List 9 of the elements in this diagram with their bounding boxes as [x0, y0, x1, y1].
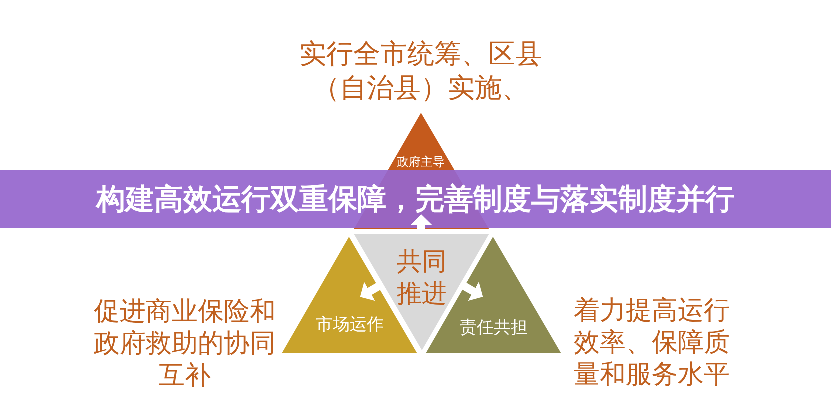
segment-label: 市场运作 [314, 314, 385, 335]
description-text: 促进商业保险和政府救助的协同互补 [93, 296, 277, 392]
segment-label: 责任共担 [458, 318, 529, 338]
arrow [410, 214, 432, 234]
title-text: 构建高效运行双重保障，完善制度与落实制度并行 [96, 184, 734, 214]
description-text: 实行全市统筹、区县（自治县）实施、 [298, 38, 544, 106]
segment-label: 共同推进 [396, 246, 448, 310]
description-text: 着力提高运行效率、保障质量和服务水平 [574, 295, 731, 391]
segment-label: 政府主导 [396, 154, 446, 169]
